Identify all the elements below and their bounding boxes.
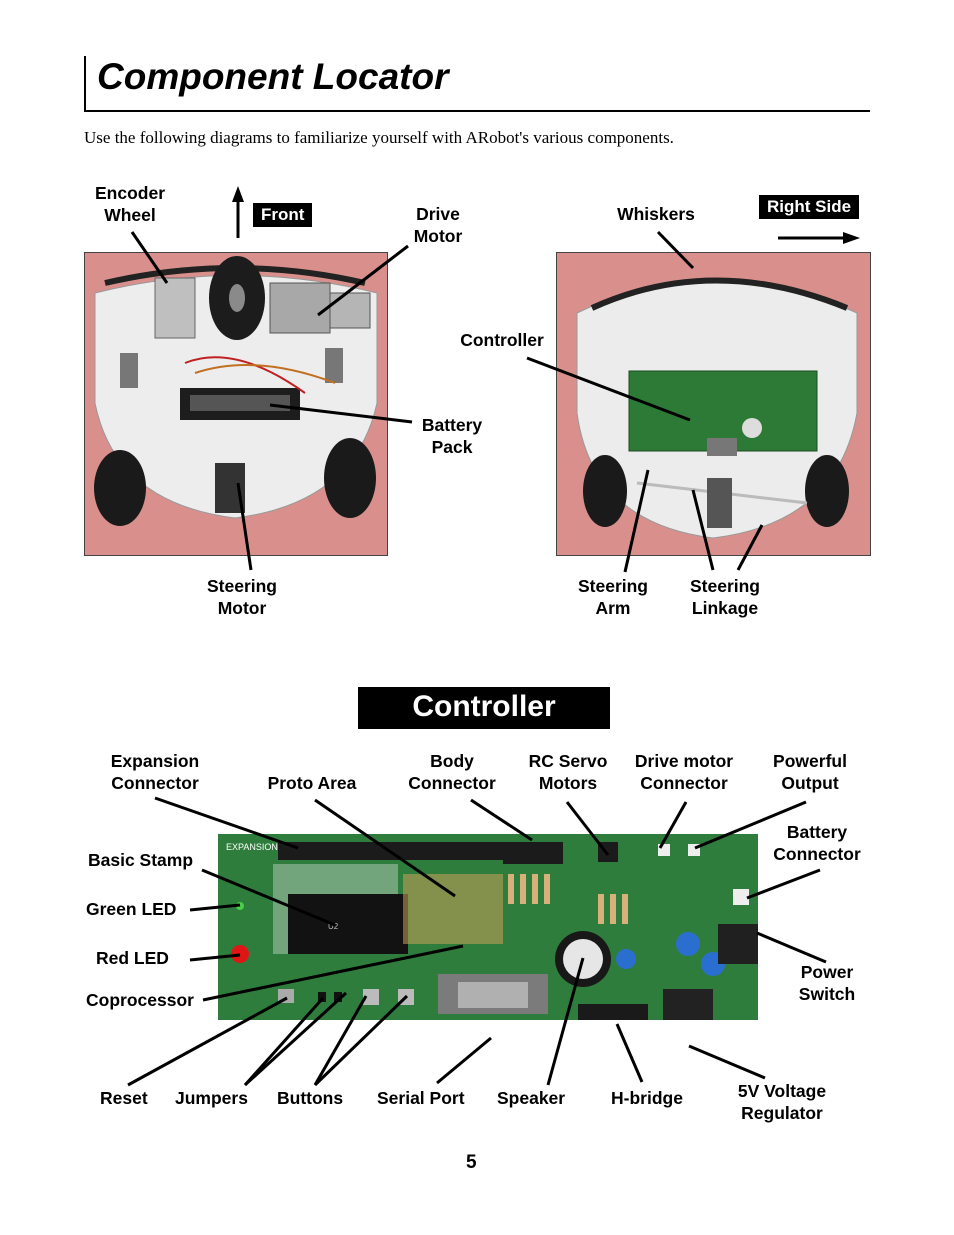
controller-board-illustration: EXPANSION U2 [218, 834, 758, 1020]
label-h-bridge: H-bridge [611, 1088, 683, 1108]
robot-side-photo [556, 252, 871, 556]
page-title: Component Locator [97, 56, 449, 97]
controller-heading: Controller [358, 687, 610, 729]
intro-text: Use the following diagrams to familiariz… [84, 128, 674, 147]
robot-top-photo [84, 252, 388, 556]
label-buttons: Buttons [277, 1088, 344, 1108]
front-tag: Front [253, 203, 313, 227]
label-green-led: Green LED [86, 899, 177, 919]
label-proto-area: Proto Area [267, 773, 357, 793]
page-number: 5 [466, 1152, 477, 1173]
label-basic-stamp: Basic Stamp [88, 850, 194, 870]
label-coprocessor: Coprocessor [86, 990, 194, 1010]
robot-side-illustration [557, 253, 870, 555]
controller-board-photo: EXPANSION U2 [218, 834, 758, 1020]
label-whiskers: Whiskers [617, 204, 695, 224]
title-rule-vertical [84, 56, 86, 112]
right-side-tag: Right Side [759, 195, 860, 219]
board-print-chip: U2 [328, 922, 339, 931]
label-speaker: Speaker [497, 1088, 566, 1108]
label-controller: Controller [460, 330, 544, 350]
title-rule-horizontal [84, 110, 870, 112]
board-print-expansion: EXPANSION [226, 842, 278, 852]
label-reset: Reset [100, 1088, 148, 1108]
label-jumpers: Jumpers [175, 1088, 248, 1108]
label-serial-port: Serial Port [377, 1088, 465, 1108]
label-red-led: Red LED [96, 948, 169, 968]
robot-top-illustration [85, 253, 387, 555]
